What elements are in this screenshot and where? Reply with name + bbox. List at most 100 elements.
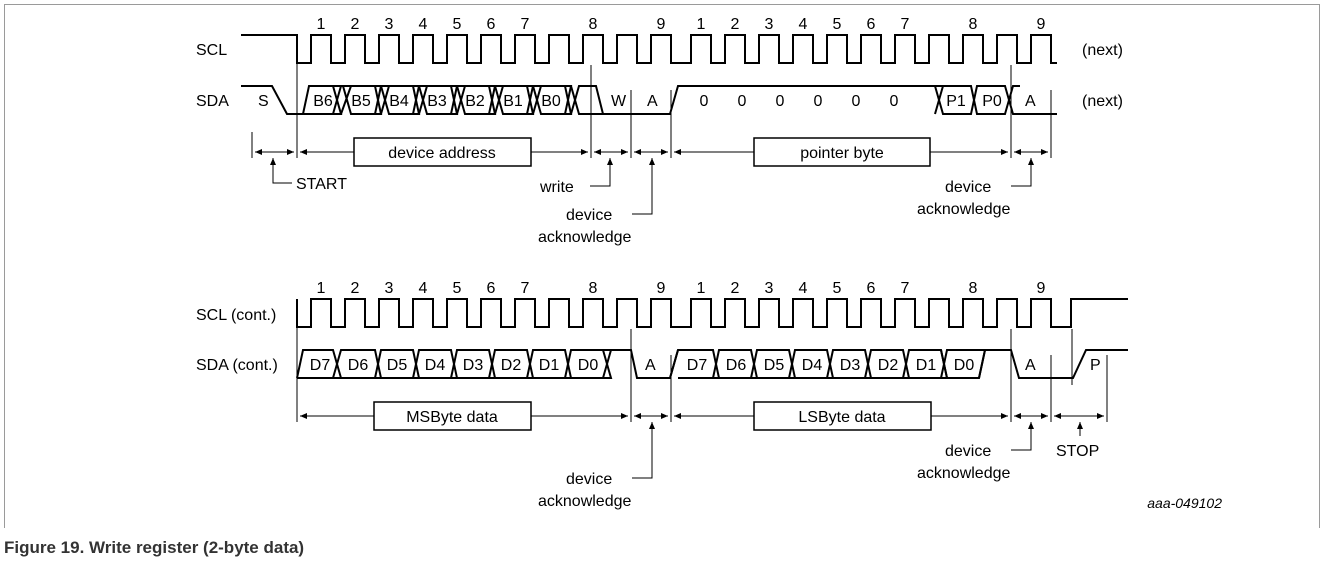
data-bit: D7: [687, 357, 708, 374]
data-bit: D1: [539, 357, 560, 374]
clock-number: 2: [731, 16, 740, 33]
data-bit: D3: [840, 357, 861, 374]
timing-diagram: SCL SDA (next) (next) 1 2 3 4 5 6 7 8 9 1 2 3 4 5 6 7 8 9…: [196, 16, 1222, 511]
top-sda-label: SDA: [196, 93, 229, 110]
clock-number: 3: [765, 280, 774, 297]
top-right-device-annotation: device: [945, 179, 991, 196]
address-bit: B3: [427, 93, 447, 110]
clock-number: 3: [765, 16, 774, 33]
data-bit: D5: [764, 357, 785, 374]
pointer-bit: P1: [946, 93, 966, 110]
data-bit: D7: [310, 357, 331, 374]
clock-number: 9: [1037, 280, 1046, 297]
clock-number: 3: [385, 16, 394, 33]
figure-caption: Figure 19. Write register (2-byte data): [4, 538, 305, 557]
data-bit: D0: [954, 357, 975, 374]
clock-number: 7: [901, 280, 910, 297]
address-bit: B4: [389, 93, 409, 110]
clock-number: 3: [385, 280, 394, 297]
bottom-ack-2: A: [1025, 357, 1036, 374]
clock-number: 2: [351, 280, 360, 297]
clock-number: 9: [657, 280, 666, 297]
top-right-acknowledge-annotation: acknowledge: [917, 201, 1011, 218]
clock-number: 7: [521, 16, 530, 33]
bottom-scl-label: SCL (cont.): [196, 307, 276, 324]
clock-number: 9: [657, 16, 666, 33]
top-start-annotation: START: [296, 176, 347, 193]
data-bit: D6: [348, 357, 369, 374]
top-device-address-box: [353, 137, 532, 167]
data-bit: D1: [916, 357, 937, 374]
clock-number: 6: [867, 280, 876, 297]
bottom-sda-label: SDA (cont.): [196, 357, 278, 374]
address-bit: B2: [465, 93, 485, 110]
data-bit: D6: [726, 357, 747, 374]
clock-number: 2: [351, 16, 360, 33]
top-pointer-byte-box: [753, 137, 931, 167]
clock-number: 2: [731, 280, 740, 297]
bottom-ack-1: A: [645, 357, 656, 374]
data-bit: D2: [878, 357, 899, 374]
top-sda-start: [241, 85, 303, 115]
address-bit: B6: [313, 93, 333, 110]
data-bit: D4: [425, 357, 446, 374]
clock-number: 5: [453, 280, 462, 297]
top-acknowledge-annotation: acknowledge: [538, 229, 632, 246]
clock-number: 8: [589, 280, 598, 297]
clock-number: 8: [969, 280, 978, 297]
bottom-right-device-annotation: device: [945, 443, 991, 460]
top-scl-next: (next): [1082, 42, 1123, 59]
pointer-bit: 0: [738, 93, 747, 110]
top-ack-2: A: [1025, 93, 1036, 110]
bottom-scl-waveform: [296, 298, 1128, 328]
top-device-annotation: device: [566, 207, 612, 224]
clock-number: 4: [799, 16, 808, 33]
clock-number: 6: [487, 16, 496, 33]
clock-number: 1: [697, 16, 706, 33]
clock-number: 1: [697, 280, 706, 297]
pointer-bit: 0: [852, 93, 861, 110]
data-bit: D0: [578, 357, 599, 374]
address-bit: B1: [503, 93, 523, 110]
pointer-bit: 0: [776, 93, 785, 110]
bottom-stop-annotation: STOP: [1056, 443, 1099, 460]
clock-number: 7: [901, 16, 910, 33]
top-sda-pointer-cells: [934, 85, 1057, 115]
data-bit: D2: [501, 357, 522, 374]
clock-number: 4: [419, 280, 428, 297]
figure-border: [4, 4, 1320, 528]
clock-number: 5: [833, 16, 842, 33]
clock-number: 5: [833, 280, 842, 297]
data-bit: D3: [463, 357, 484, 374]
clock-number: 8: [969, 16, 978, 33]
clock-number: 4: [799, 280, 808, 297]
data-bit: D5: [387, 357, 408, 374]
top-sda-next: (next): [1082, 93, 1123, 110]
bottom-msbyte-label: MSByte data: [406, 409, 498, 426]
clock-number: 1: [317, 280, 326, 297]
top-device-address-label: device address: [388, 145, 496, 162]
clock-number: 9: [1037, 16, 1046, 33]
bottom-msbyte-box: [373, 401, 532, 431]
top-scl-waveform: [241, 34, 1057, 64]
bottom-lsbyte-box: [753, 401, 932, 431]
top-sda-address-cells: [302, 85, 604, 115]
bottom-right-acknowledge-annotation: acknowledge: [917, 465, 1011, 482]
top-write-annotation: write: [539, 179, 574, 196]
pointer-bit: 0: [700, 93, 709, 110]
data-bit: D4: [802, 357, 823, 374]
bottom-stop-symbol: P: [1090, 357, 1101, 374]
clock-number: 4: [419, 16, 428, 33]
bottom-device-annotation: device: [566, 471, 612, 488]
pointer-bit: 0: [890, 93, 899, 110]
bottom-acknowledge-annotation: acknowledge: [538, 493, 632, 510]
address-bit: B0: [541, 93, 561, 110]
clock-number: 8: [589, 16, 598, 33]
clock-number: 6: [487, 280, 496, 297]
top-scl-label: SCL: [196, 42, 227, 59]
figure-reference-id: aaa-049102: [1147, 495, 1222, 511]
